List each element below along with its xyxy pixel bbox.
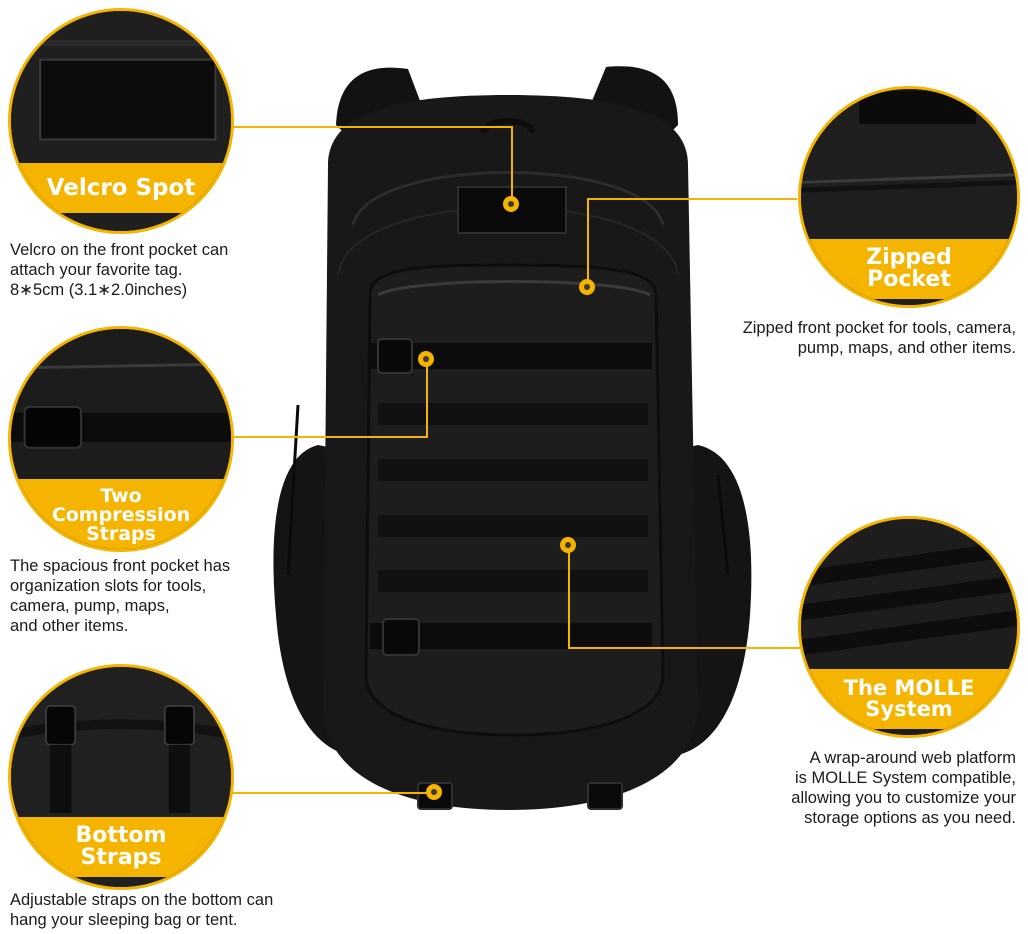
molle-desc-line: is MOLLE System compatible,	[795, 769, 1016, 787]
compression-title-line-3: Straps	[86, 522, 156, 545]
bottom-detail-circle: Bottom Straps	[8, 664, 234, 890]
zipped-leader-line	[587, 198, 797, 200]
zipped-desc-line: pump, maps, and other items.	[797, 339, 1016, 357]
zipped-desc-line: Zipped front pocket for tools, camera,	[742, 319, 1016, 337]
velcro-title-band: Velcro Spot	[11, 163, 231, 213]
velcro-detail-circle: Velcro Spot	[8, 8, 234, 234]
compression-title-band: Two Compression Straps	[11, 479, 231, 549]
bottom-title-band: Bottom Straps	[11, 817, 231, 877]
velcro-desc-line: Velcro on the front pocket can	[10, 241, 229, 259]
velcro-hotspot	[503, 196, 519, 212]
bottom-desc-line: Adjustable straps on the bottom can	[10, 891, 274, 909]
compression-desc-line: and other items.	[10, 617, 129, 635]
molle-desc-line: allowing you to customize your	[791, 789, 1016, 807]
backpack-image	[273, 66, 752, 810]
zipped-description: Zipped front pocket for tools, camera, p…	[743, 318, 1016, 358]
compression-leader-line	[226, 436, 428, 438]
molle-title-line-1: The MOLLE	[843, 676, 975, 700]
compression-desc-line: The spacious front pocket has	[10, 557, 231, 575]
zipped-title-line-2: Pocket	[867, 267, 951, 292]
molle-desc-line: storage options as you need.	[804, 809, 1016, 827]
molle-description: A wrap-around web platform is MOLLE Syst…	[791, 748, 1016, 828]
bottom-title-line-1: Bottom	[75, 823, 167, 848]
molle-hotspot	[560, 537, 576, 553]
compression-leader-line	[426, 360, 428, 438]
compression-hotspot	[418, 351, 434, 367]
molle-title-line-2: System	[865, 697, 953, 721]
compression-detail-circle: Two Compression Straps	[8, 326, 234, 552]
velcro-leader-line	[511, 126, 513, 204]
velcro-title: Velcro Spot	[46, 174, 196, 201]
bottom-title-line-2: Straps	[80, 845, 162, 870]
bottom-desc-line: hang your sleeping bag or tent.	[10, 911, 238, 929]
zipped-title-line-1: Zipped	[866, 245, 952, 270]
compression-desc-line: camera, pump, maps,	[10, 597, 170, 615]
zipped-detail-circle: Zipped Pocket	[798, 86, 1020, 308]
zipped-title-band: Zipped Pocket	[801, 239, 1017, 299]
velcro-description: Velcro on the front pocket can attach yo…	[10, 240, 228, 300]
compression-desc-line: organization slots for tools,	[10, 577, 207, 595]
molle-title-band: The MOLLE System	[801, 669, 1017, 729]
velcro-leader-line	[230, 126, 512, 128]
compression-description: The spacious front pocket has organizati…	[10, 556, 230, 636]
molle-leader-line	[568, 546, 570, 649]
bottom-hotspot	[426, 784, 442, 800]
molle-detail-circle: The MOLLE System	[798, 516, 1020, 738]
velcro-desc-line: 8∗5cm (3.1∗2.0inches)	[10, 281, 188, 299]
molle-desc-line: A wrap-around web platform	[809, 749, 1016, 767]
velcro-desc-line: attach your favorite tag.	[10, 261, 183, 279]
bottom-leader-line	[226, 792, 434, 794]
compression-title-line-1: Two	[100, 484, 142, 507]
molle-leader-line	[568, 647, 800, 649]
zipped-leader-line	[587, 198, 589, 288]
compression-title-line-2: Compression	[51, 503, 191, 526]
bottom-description: Adjustable straps on the bottom can hang…	[10, 890, 273, 930]
zipped-hotspot	[579, 279, 595, 295]
